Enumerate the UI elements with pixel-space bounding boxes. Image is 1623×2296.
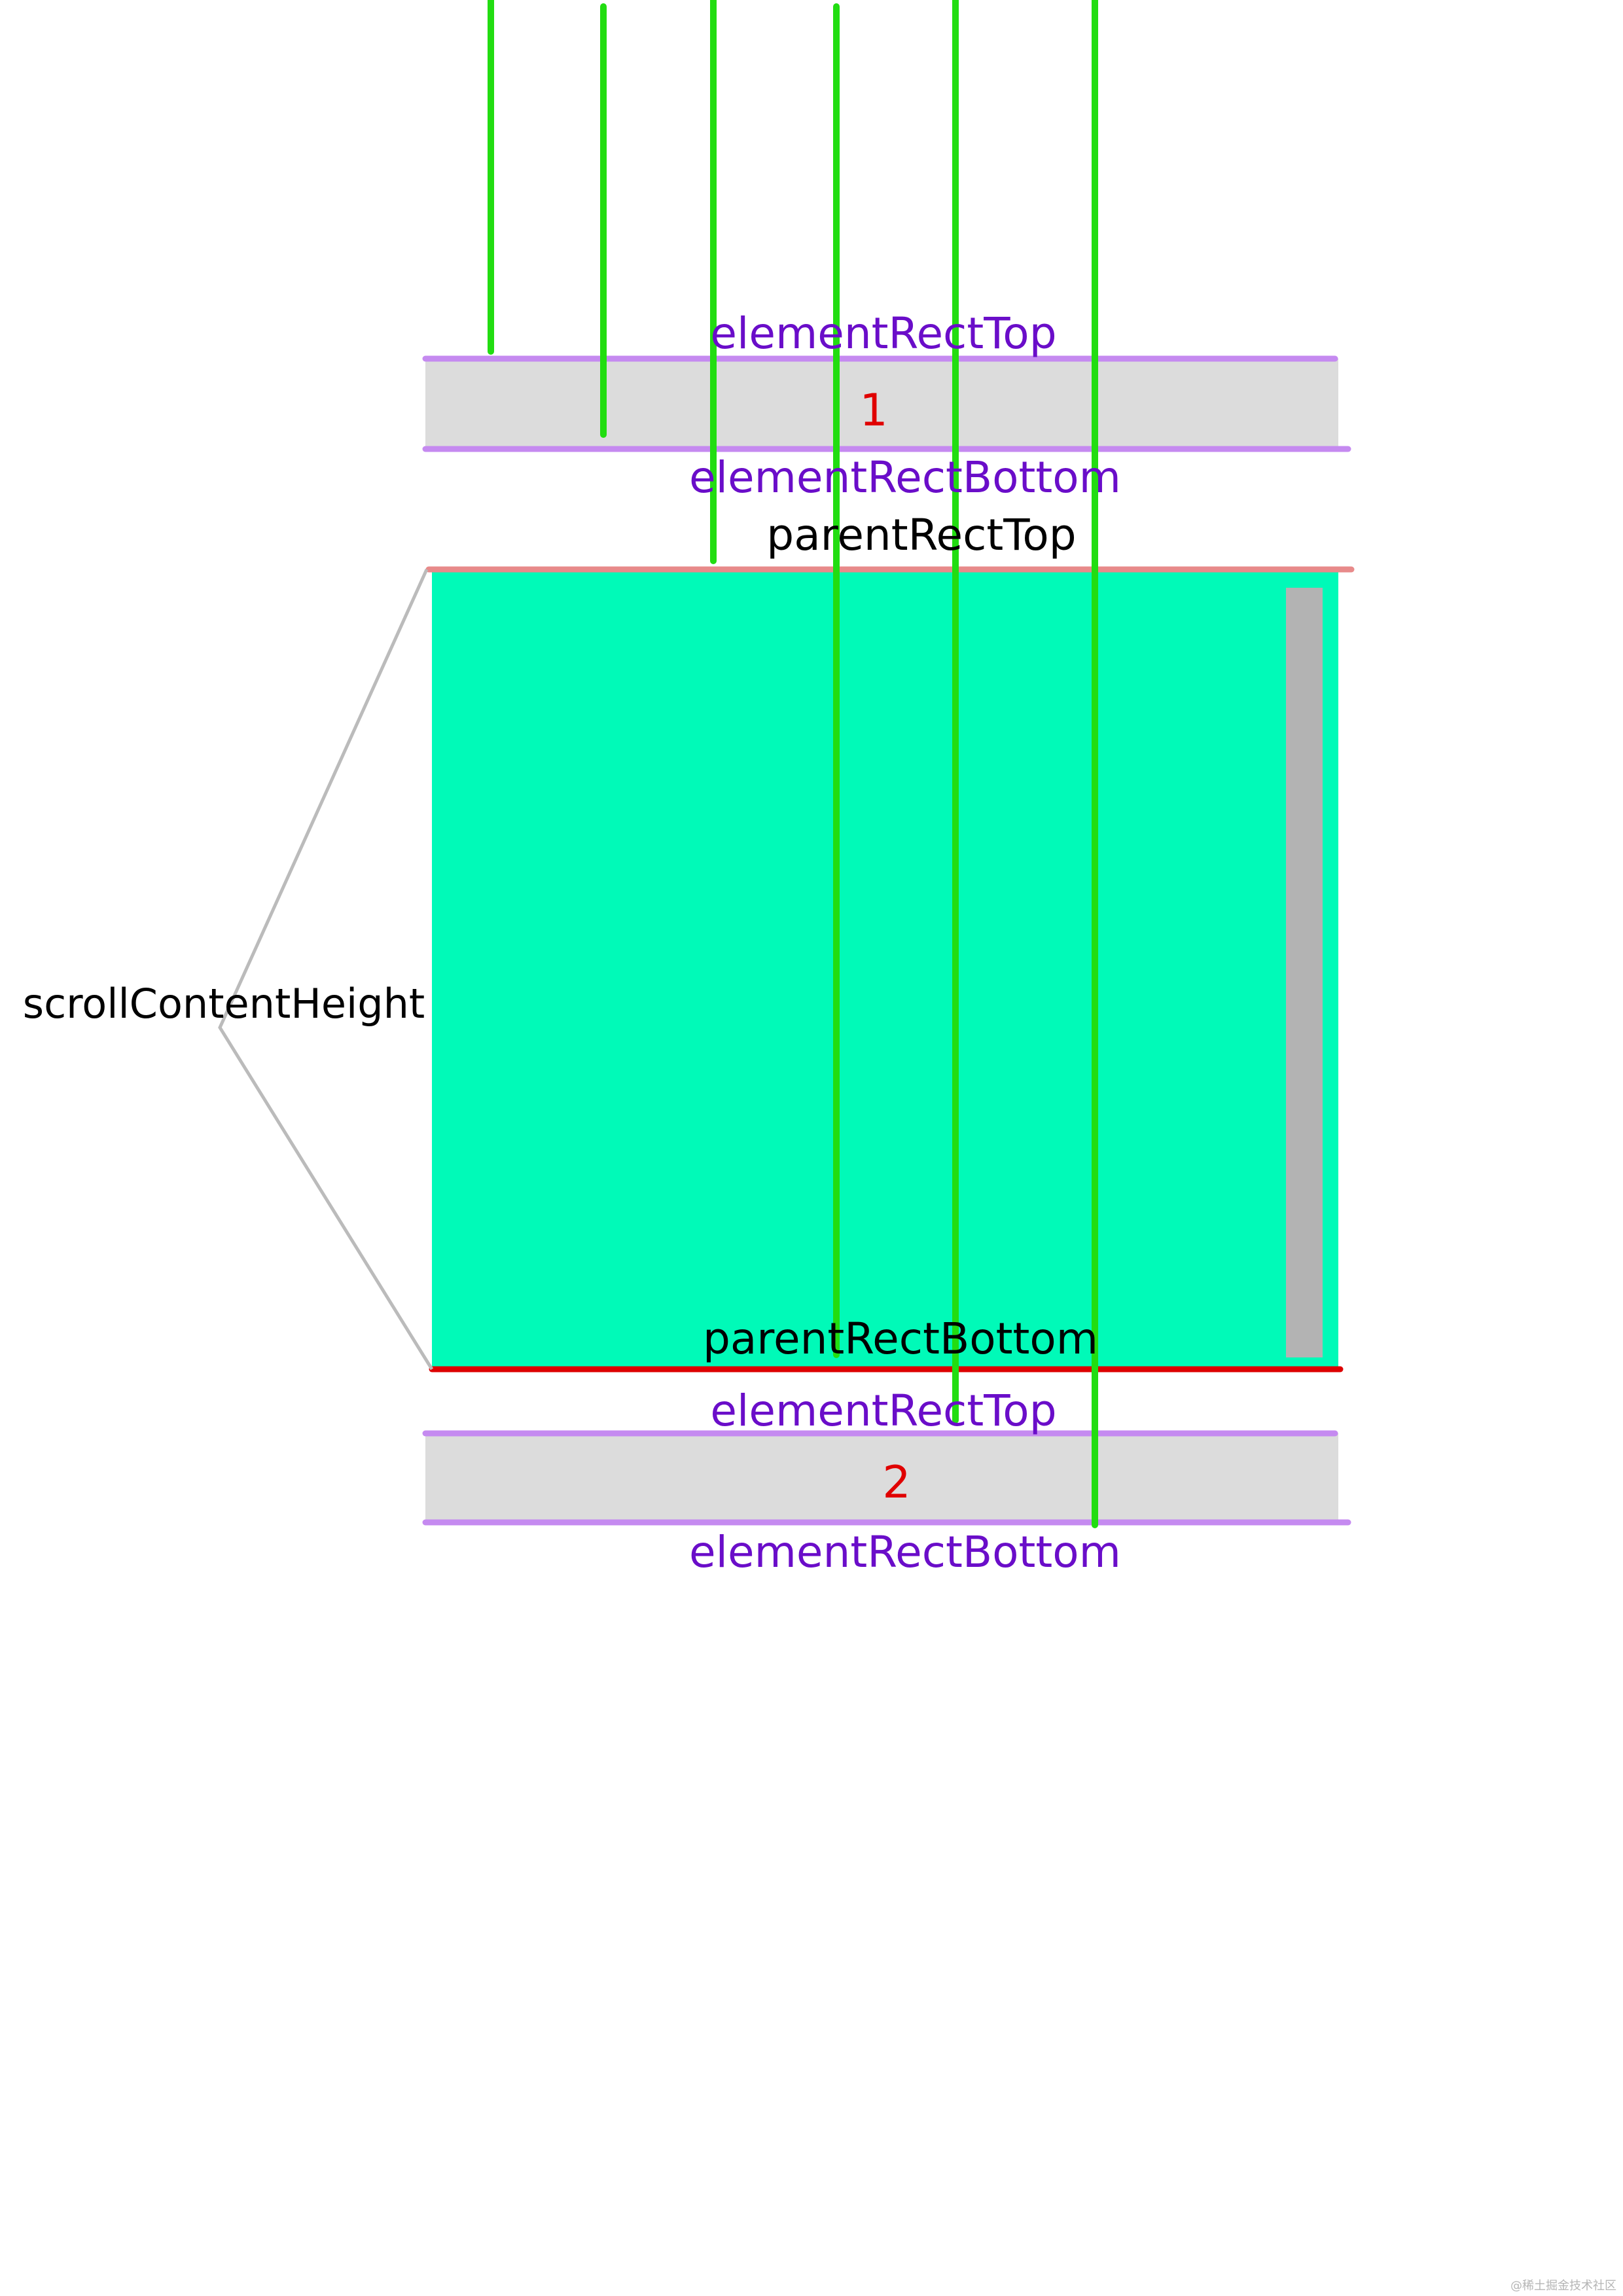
parent-scroll-container	[432, 569, 1338, 1368]
scroll-height-brace	[218, 568, 434, 1371]
element-1-number-label: 1	[859, 385, 887, 437]
element-1-bottom-label: elementRectBottom	[689, 452, 1121, 503]
element-2-bottom-label: elementRectBottom	[689, 1527, 1121, 1577]
element-2-number-label: 2	[882, 1457, 910, 1509]
element-1-top-label: elementRectTop	[710, 308, 1056, 359]
parent-top-label: parentRectTop	[766, 510, 1076, 560]
watermark: @稀土掘金技术社区	[1510, 2279, 1616, 2293]
scroll-height-label: scrollContentHeight	[23, 980, 425, 1028]
element-box-2	[425, 1433, 1338, 1522]
green-lines	[488, 0, 1098, 1528]
element-2-top-label: elementRectTop	[710, 1386, 1056, 1436]
element-box-1	[425, 359, 1338, 448]
scrollbar-track[interactable]	[1286, 588, 1323, 1357]
parent-bottom-label: parentRectBottom	[703, 1314, 1098, 1364]
